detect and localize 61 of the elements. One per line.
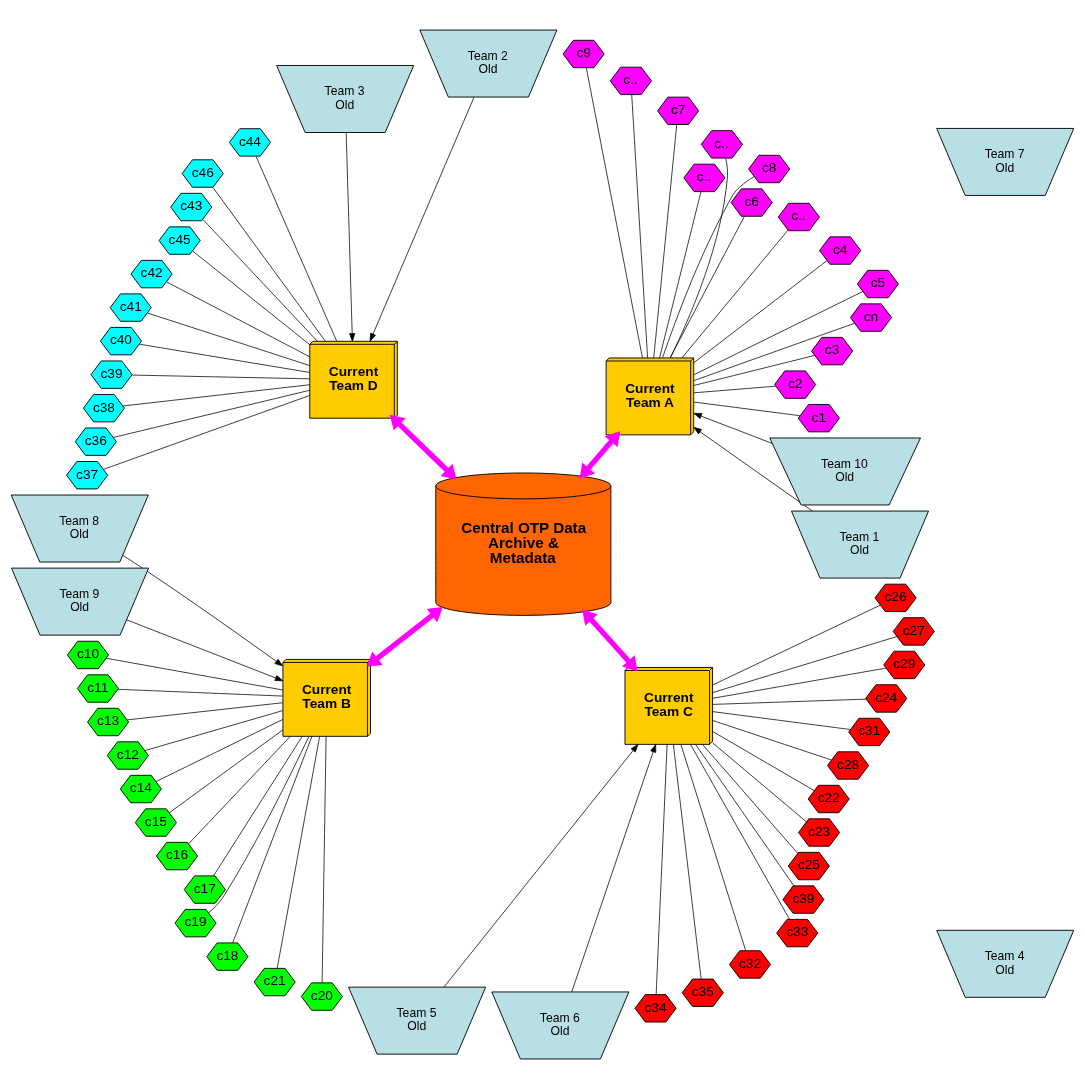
connector <box>669 157 728 358</box>
connector <box>105 657 284 690</box>
connector <box>712 667 887 699</box>
arrow <box>389 414 457 479</box>
connector <box>690 743 790 920</box>
connector <box>693 259 828 363</box>
arrow <box>369 96 475 342</box>
arrow <box>126 618 284 681</box>
connector <box>712 719 832 760</box>
arrow <box>571 743 657 992</box>
connector <box>712 698 867 705</box>
connector <box>276 735 321 969</box>
connector <box>122 383 311 406</box>
connector <box>712 742 807 822</box>
connector <box>659 191 702 358</box>
arrow <box>443 743 639 987</box>
connector <box>712 604 881 685</box>
connector <box>255 155 338 341</box>
connector <box>208 735 310 913</box>
connector <box>662 175 755 358</box>
arrow <box>345 131 356 342</box>
connector <box>192 250 310 345</box>
connector <box>126 701 284 720</box>
connector <box>202 218 318 342</box>
connector <box>112 389 311 438</box>
connector <box>712 730 815 791</box>
connector <box>103 394 311 470</box>
connector <box>188 735 291 844</box>
arrow <box>693 426 813 511</box>
connector <box>131 374 310 379</box>
connector <box>702 743 798 854</box>
connector <box>155 718 284 782</box>
arrow <box>582 609 638 671</box>
connector <box>139 343 311 373</box>
connector <box>166 280 310 357</box>
connector <box>693 401 801 416</box>
connector <box>712 710 851 730</box>
connector <box>168 729 284 813</box>
connector <box>213 735 303 876</box>
connector <box>653 123 678 358</box>
connector <box>693 385 776 393</box>
connector <box>681 229 789 358</box>
connector <box>695 743 795 886</box>
connector <box>321 735 327 983</box>
arrow <box>693 412 773 444</box>
connector <box>680 743 747 951</box>
connector <box>117 688 284 696</box>
connector <box>631 93 648 358</box>
connector <box>693 322 855 381</box>
connector <box>693 290 863 375</box>
connector <box>144 709 284 751</box>
connector <box>693 354 815 386</box>
connector <box>655 743 668 995</box>
arrow <box>579 430 621 478</box>
connector <box>712 635 898 693</box>
connector <box>147 312 311 366</box>
connector <box>673 743 702 979</box>
connector <box>232 735 313 943</box>
connector <box>585 67 643 358</box>
arrow <box>122 554 283 666</box>
connector <box>212 186 326 342</box>
